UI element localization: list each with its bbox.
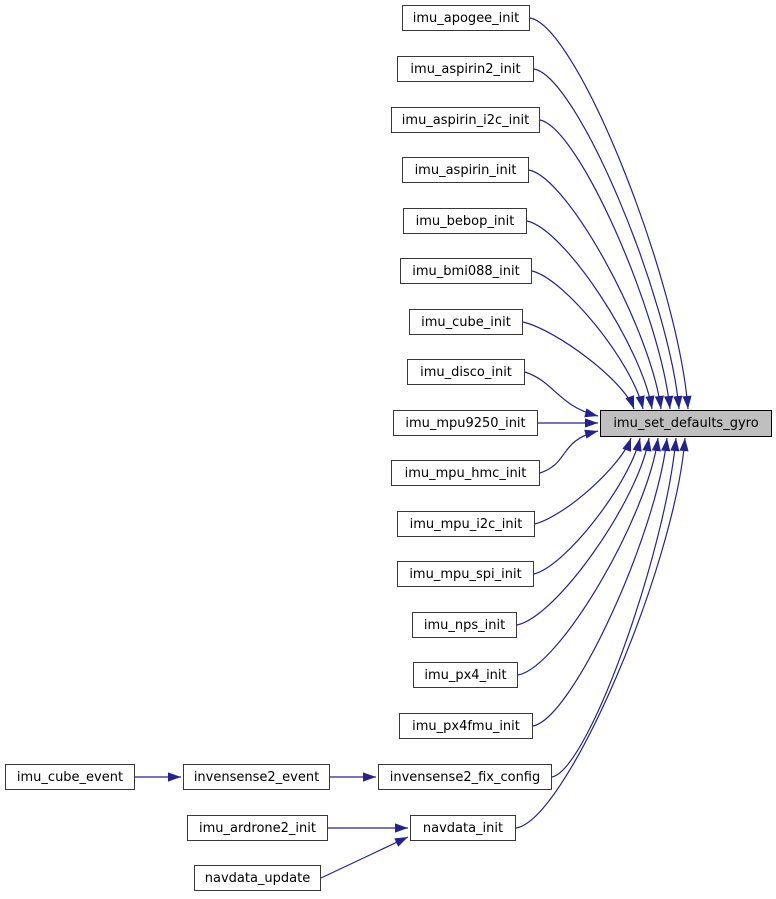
edge-imu-px4-init xyxy=(517,437,659,676)
node-navdata-update[interactable]: navdata_update xyxy=(194,865,321,891)
node-imu-disco-init[interactable]: imu_disco_init xyxy=(407,359,525,385)
arrowhead-imu-mpu-spi-init xyxy=(632,438,642,452)
arrowhead-invensense2-event xyxy=(363,772,376,782)
edge-navdata-init xyxy=(515,437,686,829)
arrowhead-imu-mpu-hmc-init xyxy=(584,429,598,439)
edge-imu-mpu-i2c-init xyxy=(534,437,632,525)
edge-imu-nps-init xyxy=(516,437,650,626)
node-imu-bebop-init[interactable]: imu_bebop_init xyxy=(403,208,527,234)
node-imu-aspirin-i2c-init[interactable]: imu_aspirin_i2c_init xyxy=(391,107,540,133)
node-imu-px4fmu-init[interactable]: imu_px4fmu_init xyxy=(399,713,533,739)
node-imu-set-defaults-gyro: imu_set_defaults_gyro xyxy=(600,410,772,437)
edge-imu-px4fmu-init xyxy=(532,437,668,727)
node-imu-mpu-spi-init[interactable]: imu_mpu_spi_init xyxy=(397,561,534,587)
node-imu-px4-init[interactable]: imu_px4_init xyxy=(413,662,518,688)
edge-imu-mpu-hmc-init xyxy=(539,430,599,474)
arrowhead-imu-ardrone2-init xyxy=(395,823,408,833)
edge-navdata-update xyxy=(320,836,409,879)
node-imu-mpu-i2c-init[interactable]: imu_mpu_i2c_init xyxy=(397,511,535,537)
arrowhead-imu-aspirin2-init xyxy=(673,395,683,409)
node-imu-cube-event[interactable]: imu_cube_event xyxy=(5,764,135,790)
edge-imu-bebop-init xyxy=(526,220,653,410)
arrowhead-imu-cube-init xyxy=(625,395,635,409)
node-imu-mpu9250-init[interactable]: imu_mpu9250_init xyxy=(393,410,538,436)
node-imu-ardrone2-init[interactable]: imu_ardrone2_init xyxy=(187,815,328,841)
arrowhead-imu-px4fmu-init xyxy=(661,438,671,452)
node-imu-bmi088-init[interactable]: imu_bmi088_init xyxy=(400,258,532,284)
arrowhead-imu-aspirin-init xyxy=(654,395,664,409)
arrowhead-imu-bebop-init xyxy=(645,395,655,409)
node-imu-aspirin2-init[interactable]: imu_aspirin2_init xyxy=(397,56,534,82)
edge-imu-aspirin-init xyxy=(528,169,662,410)
node-imu-mpu-hmc-init[interactable]: imu_mpu_hmc_init xyxy=(391,460,540,486)
edge-imu-bmi088-init xyxy=(531,270,644,410)
edge-invensense2-fix-config xyxy=(551,437,677,778)
node-imu-cube-init[interactable]: imu_cube_init xyxy=(409,309,523,335)
arrowhead-imu-cube-event xyxy=(168,772,181,782)
arrowhead-imu-mpu9250-init xyxy=(585,418,598,428)
node-navdata-init[interactable]: navdata_init xyxy=(410,815,516,841)
edge-imu-mpu-spi-init xyxy=(533,437,641,575)
arrowhead-imu-px4-init xyxy=(651,438,661,452)
arrowhead-navdata-update xyxy=(394,837,408,847)
edge-imu-aspirin-i2c-init xyxy=(539,119,671,410)
node-invensense2-event[interactable]: invensense2_event xyxy=(183,764,330,790)
edge-imu-cube-init xyxy=(522,321,635,410)
arrowhead-imu-apogee-init xyxy=(682,395,692,409)
arrowhead-imu-aspirin-i2c-init xyxy=(664,395,674,409)
arrowhead-imu-nps-init xyxy=(642,438,652,452)
edge-imu-aspirin2-init xyxy=(533,68,680,410)
arrowhead-invensense2-fix-config xyxy=(670,438,680,452)
node-imu-aspirin-init[interactable]: imu_aspirin_init xyxy=(402,157,529,183)
node-invensense2-fix-config[interactable]: invensense2_fix_config xyxy=(378,764,552,790)
edge-imu-apogee-init xyxy=(529,17,689,410)
arrowhead-navdata-init xyxy=(679,438,689,452)
arrowhead-imu-bmi088-init xyxy=(635,395,645,409)
node-imu-apogee-init[interactable]: imu_apogee_init xyxy=(402,5,530,31)
arrowhead-imu-mpu-i2c-init xyxy=(622,438,632,452)
arrowhead-imu-disco-init xyxy=(584,408,598,418)
node-imu-nps-init[interactable]: imu_nps_init xyxy=(412,612,517,638)
